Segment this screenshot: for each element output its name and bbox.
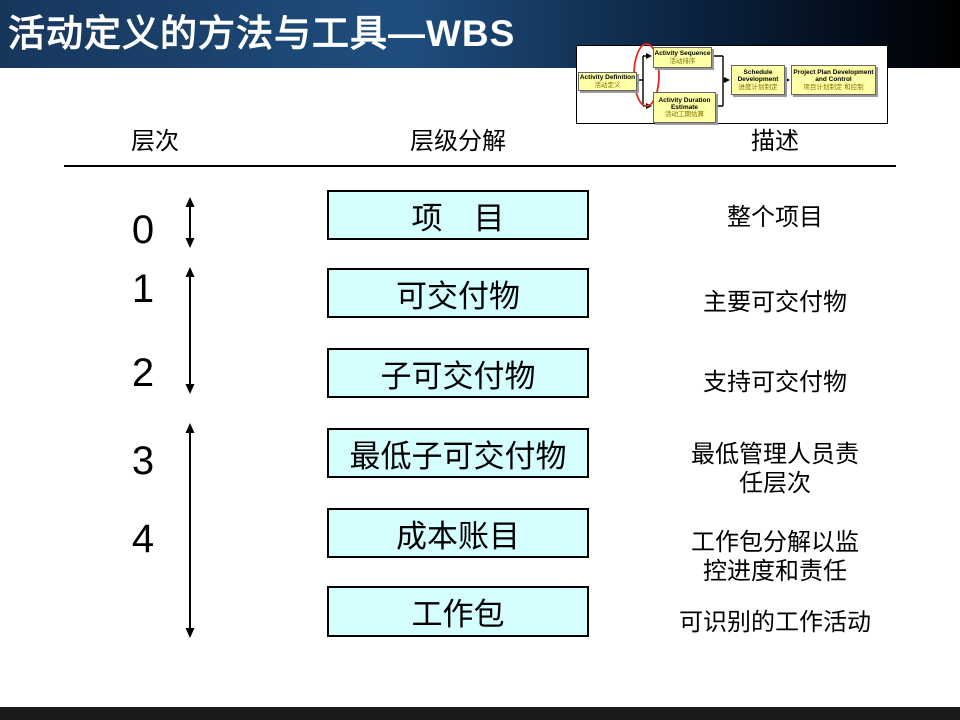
level-number-2: 2 — [131, 351, 155, 395]
column-header-description: 描述 — [751, 128, 799, 155]
description-deliverable: 主要可交付物 — [703, 289, 847, 316]
slide-title: 活动定义的方法与工具—WBS — [8, 13, 516, 54]
header-divider-line — [64, 165, 896, 167]
wbs-box-subdeliverable: 子可交付物 — [327, 348, 589, 398]
description-subdeliverable: 支持可交付物 — [703, 369, 847, 396]
wbs-box-project: 项 目 — [327, 190, 589, 240]
flow-node-label-zh: 活动工期估算 — [665, 111, 704, 119]
level-number-3: 3 — [131, 439, 155, 483]
level-number-1: 1 — [131, 267, 155, 311]
flow-node-activity-sequence: Activity Sequence 活动排序 — [653, 47, 712, 68]
flow-node-label-en: Schedule Development — [737, 69, 779, 84]
flow-node-label-en: Activity Definition — [579, 74, 636, 82]
flow-node-label-en: Activity Sequence — [654, 50, 711, 58]
flow-node-label-zh: 活动定义 — [594, 81, 621, 89]
description-lowest-subdeliverable: 最低管理人员责 任层次 — [691, 441, 859, 497]
column-header-decomposition: 层级分解 — [410, 128, 506, 155]
level-range-arrows — [185, 197, 195, 638]
flow-node-label-zh: 项目计划制定 和控制 — [803, 83, 864, 91]
level-number-0: 0 — [131, 208, 155, 252]
level-number-4: 4 — [131, 517, 155, 561]
wbs-box-lowest-subdeliverable: 最低子可交付物 — [327, 428, 589, 478]
flow-node-activity-definition: Activity Definition 活动定义 — [578, 72, 637, 91]
description-cost-account: 工作包分解以监 控进度和责任 — [691, 529, 859, 585]
bottom-bar — [0, 707, 960, 720]
wbs-box-deliverable: 可交付物 — [327, 268, 589, 318]
flow-node-schedule-development: Schedule Development 进度计划制定 — [731, 65, 785, 95]
flow-node-project-plan-development: Project Plan Development and Control 项目计… — [791, 65, 876, 95]
description-work-package: 可识别的工作活动 — [679, 609, 871, 636]
flow-node-label-zh: 进度计划制定 — [738, 83, 778, 91]
flow-node-activity-duration-estimate: Activity Duration Estimate 活动工期估算 — [653, 92, 716, 123]
wbs-box-work-package: 工作包 — [327, 586, 589, 637]
process-flowchart-panel: Activity Definition 活动定义 Activity Sequen… — [576, 43, 888, 124]
column-header-level: 层次 — [131, 128, 179, 155]
flow-node-label-en: Project Plan Development and Control — [793, 69, 874, 84]
flow-node-label-zh: 活动排序 — [669, 57, 696, 65]
description-project: 整个项目 — [727, 204, 823, 231]
flow-node-label-en: Activity Duration Estimate — [658, 96, 711, 111]
wbs-box-cost-account: 成本账目 — [327, 508, 589, 558]
title-bar: 活动定义的方法与工具—WBS — [0, 0, 960, 68]
